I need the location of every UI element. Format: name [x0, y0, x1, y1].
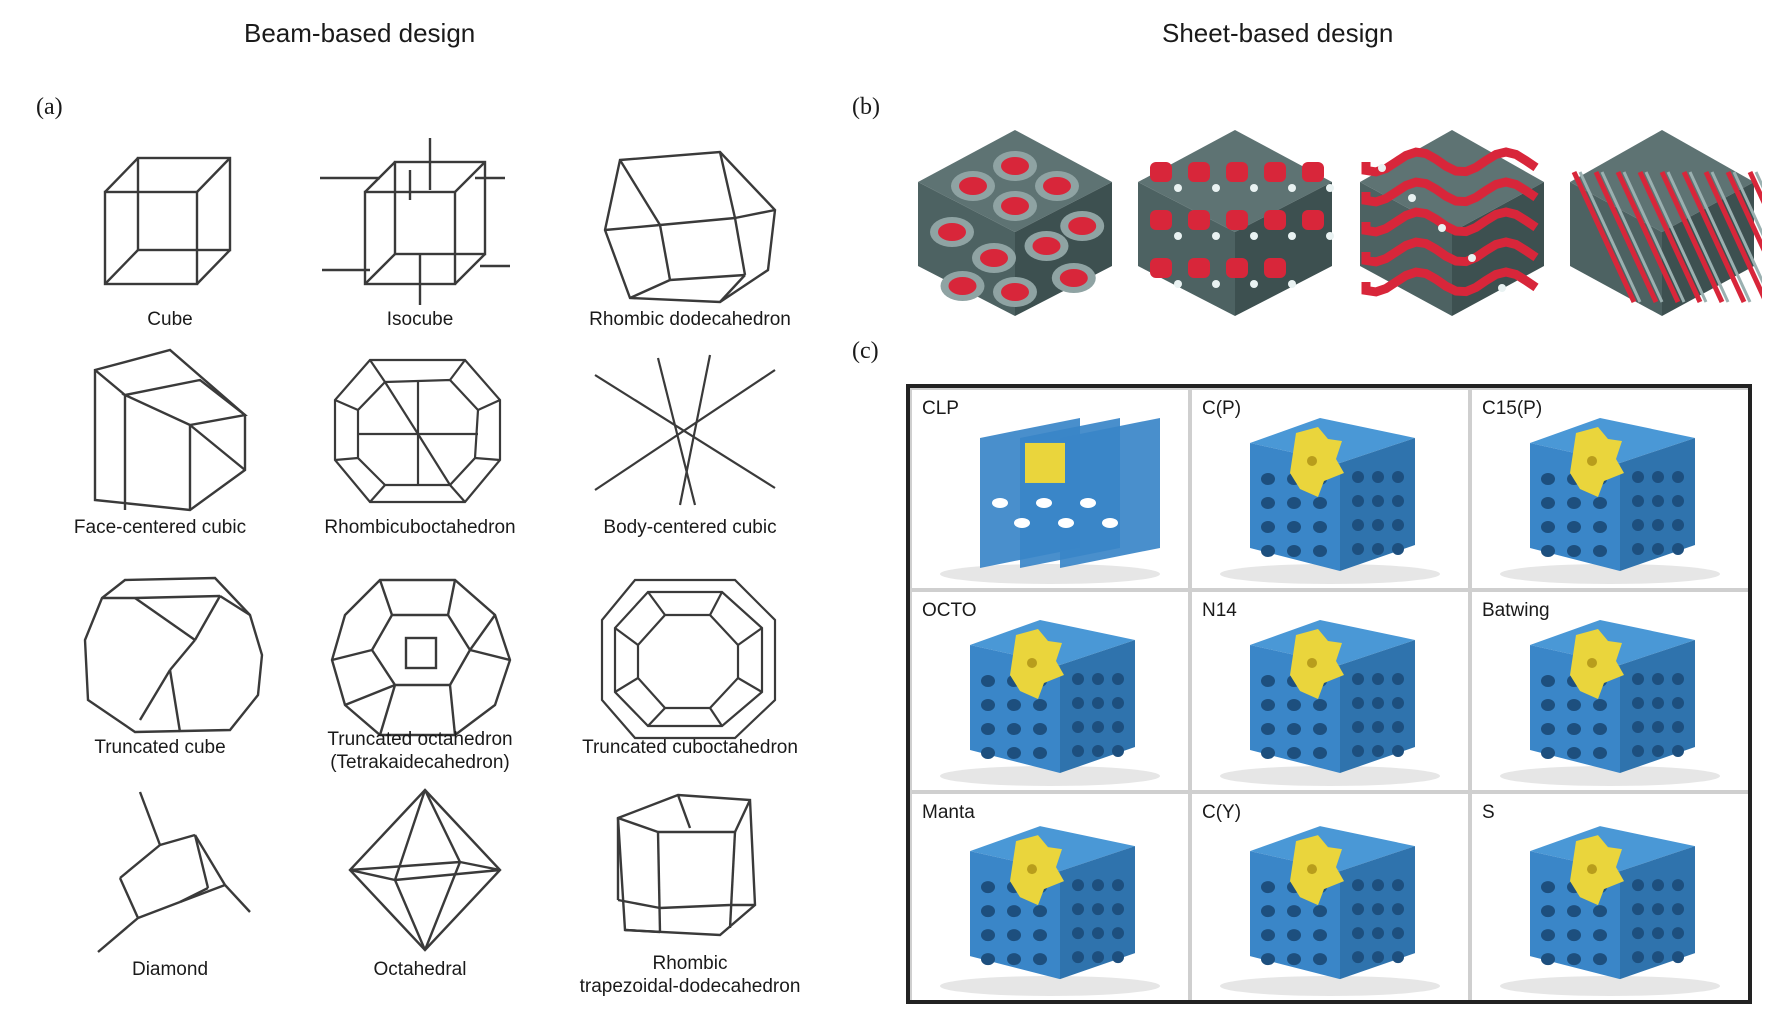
beam-caption: Truncated octahedron — [327, 729, 513, 750]
beam-cell-isocube: Isocube — [300, 130, 540, 340]
foam-cell: CLP — [912, 390, 1188, 588]
foam-label: C(Y) — [1202, 802, 1242, 823]
foam-label: S — [1482, 802, 1495, 823]
beam-cell-body-centered-cubic: Body-centered cubic — [570, 340, 810, 550]
tpms-structure-1 — [918, 130, 1112, 316]
tpms-structure-2 — [1138, 130, 1334, 316]
beam-caption: Rhombicuboctahedron — [324, 517, 516, 538]
fcc-lattice-diagram — [93, 348, 248, 512]
foam-label: C(P) — [1202, 398, 1242, 419]
truncated-cuboctahedron-diagram — [600, 578, 777, 740]
beam-cell-truncated-cuboctahedron: Truncated cuboctahedron — [570, 560, 810, 770]
panel-label-a: (a) — [36, 94, 63, 120]
bcc-lattice-diagram — [594, 354, 776, 506]
beam-cell-rhombic-trapezoidal-dodecahedron: Rhombic trapezoidal-dodecahedron — [570, 780, 810, 997]
beam-caption: Cube — [147, 309, 193, 330]
foam-cell: C15(P) — [1472, 390, 1748, 588]
beam-caption: Body-centered cubic — [603, 517, 777, 538]
diamond-lattice-diagram — [97, 791, 251, 953]
beam-caption: Isocube — [386, 309, 454, 330]
foam-label: C15(P) — [1482, 398, 1543, 419]
cube-lattice-diagram — [103, 156, 232, 286]
foam-structure-grid: CLP C(P) C15(P) OCTO N14 Batwing Manta C… — [906, 384, 1752, 1004]
foam-cell: OCTO — [912, 592, 1188, 790]
beam-cell-truncated-cube: Truncated cube — [40, 560, 280, 770]
foam-cell: Batwing — [1472, 592, 1748, 790]
truncated-cube-diagram — [83, 576, 264, 734]
beam-caption: Rhombic — [652, 953, 728, 974]
foam-label: OCTO — [922, 600, 977, 621]
beam-caption: Diamond — [131, 959, 209, 980]
beam-cell-face-centered-cubic: Face-centered cubic — [40, 340, 280, 550]
panel-label-c: (c) — [852, 338, 879, 364]
foam-label: CLP — [922, 398, 959, 419]
beam-cell-diamond: Diamond — [50, 780, 290, 990]
beam-cell-truncated-octahedron: Truncated octahedron (Tetrakaidecahedron… — [300, 560, 540, 773]
panel-label-b: (b) — [852, 94, 880, 120]
truncated-octahedron-diagram — [330, 578, 512, 737]
beam-caption-line2: (Tetrakaidecahedron) — [330, 752, 510, 773]
rhombicuboctahedron-diagram — [333, 358, 502, 504]
beam-cell-octahedral: Octahedral — [300, 780, 540, 990]
foam-cell: Manta — [912, 794, 1188, 1000]
beam-cell-rhombic-dodecahedron: Rhombic dodecahedron — [570, 130, 810, 340]
foam-label: Manta — [922, 802, 975, 823]
foam-label: Batwing — [1482, 600, 1550, 621]
foam-cell: S — [1472, 794, 1748, 1000]
tpms-structure-4 — [1570, 130, 1762, 316]
sheet-design-title: Sheet-based design — [1162, 18, 1394, 48]
rhombic-trapezoidal-dodecahedron-diagram — [616, 793, 757, 937]
rhombic-dodecahedron-diagram — [603, 150, 777, 304]
beam-caption: Truncated cube — [94, 737, 226, 758]
foam-label: N14 — [1202, 600, 1237, 621]
beam-caption-line2: trapezoidal-dodecahedron — [579, 976, 801, 997]
beam-cell-rhombicuboctahedron: Rhombicuboctahedron — [300, 340, 540, 550]
beam-caption: Rhombic dodecahedron — [589, 309, 791, 330]
octahedral-diagram — [348, 788, 502, 952]
foam-cell: N14 — [1192, 592, 1468, 790]
foam-cell: C(P) — [1192, 390, 1468, 588]
beam-caption: Face-centered cubic — [73, 517, 247, 538]
foam-cell: C(Y) — [1192, 794, 1468, 1000]
beam-design-title: Beam-based design — [244, 18, 476, 48]
beam-cell-cube: Cube — [50, 130, 290, 340]
beam-caption: Truncated cuboctahedron — [582, 737, 798, 758]
beam-caption: Octahedral — [373, 959, 467, 980]
tpms-structure-3 — [1360, 130, 1544, 316]
isocube-lattice-diagram — [320, 138, 510, 305]
